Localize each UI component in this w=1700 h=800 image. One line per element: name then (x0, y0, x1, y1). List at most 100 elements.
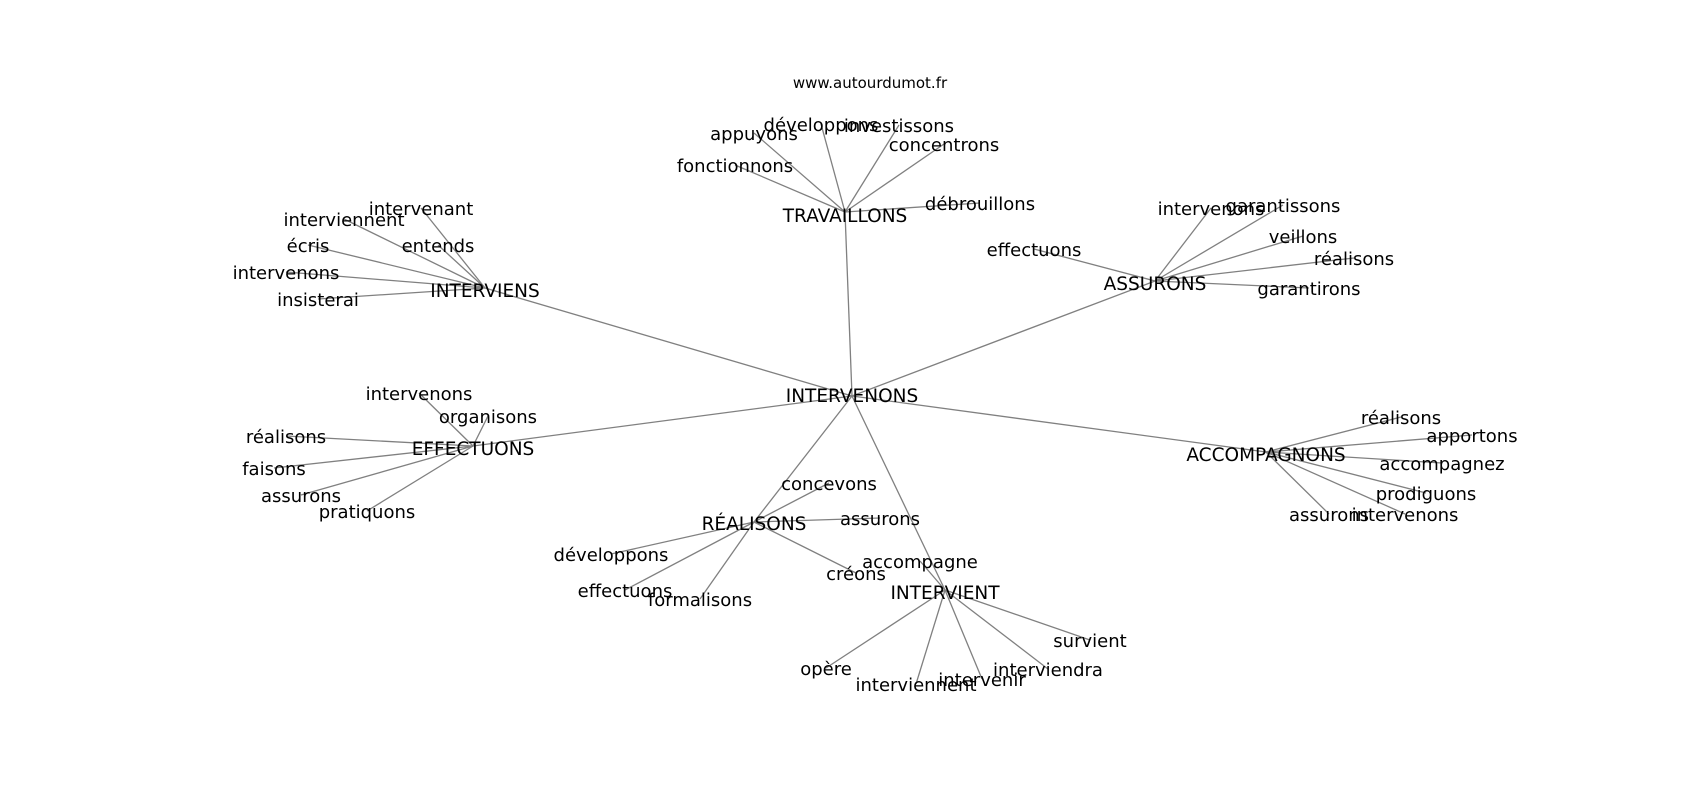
leaf-node-label: intervenons (233, 263, 340, 284)
leaf-node-label: interviennent (855, 675, 976, 696)
hub-node-label: ASSURONS (1104, 274, 1207, 295)
graph-labels: INTERVENONSdévelopponsinvestissonsappuyo… (233, 115, 1518, 696)
edge-hub-to-leaf (418, 392, 474, 447)
leaf-node-label: prodiguons (1376, 484, 1477, 505)
edge-hub-to-leaf (1265, 451, 1427, 494)
hub-node-label: INTERVIENT (890, 583, 1000, 604)
hub-node-label: RÉALISONS (702, 513, 807, 535)
edge-center-to-hub (851, 280, 1156, 397)
edge-center-to-hub (472, 395, 853, 447)
leaf-node-label: entends (402, 236, 475, 257)
leaf-node-label: fonctionnons (677, 156, 793, 177)
graph-edges (273, 123, 1473, 685)
edge-hub-to-leaf (844, 124, 900, 213)
leaf-node-label: insisterai (277, 290, 359, 311)
edge-hub-to-leaf (844, 202, 981, 213)
edge-hub-to-leaf (944, 589, 1091, 641)
leaf-node-label: survient (1053, 631, 1126, 652)
hub-node-label: ACCOMPAGNONS (1186, 445, 1345, 466)
leaf-node-label: faisons (242, 459, 306, 480)
leaf-node-label: interviennent (283, 210, 404, 231)
edge-hub-to-leaf (944, 589, 1049, 670)
edge-hub-to-leaf (1154, 280, 1310, 289)
leaf-node-label: réalisons (1314, 249, 1394, 270)
leaf-node-label: effectuons (578, 581, 673, 602)
edge-hub-to-leaf (944, 589, 983, 680)
edge-hub-to-leaf (1154, 207, 1212, 282)
edge-hub-to-leaf (1154, 204, 1284, 282)
edge-hub-to-leaf (1265, 416, 1402, 453)
edge-hub-to-leaf (844, 143, 945, 213)
edge-hub-to-leaf (1033, 248, 1156, 282)
hub-node-label: TRAVAILLONS (782, 206, 908, 227)
edge-hub-to-leaf (624, 521, 755, 591)
edge-hub-to-leaf (307, 244, 486, 289)
edge-hub-to-leaf (734, 164, 846, 213)
edge-hub-to-leaf (1265, 451, 1330, 515)
leaf-node-label: accompagne (862, 552, 978, 573)
edge-hub-to-leaf (366, 445, 474, 512)
edge-hub-to-leaf (317, 287, 486, 300)
leaf-node-label: débrouillons (925, 194, 1035, 215)
leaf-node-label: réalisons (246, 427, 326, 448)
edge-hub-to-leaf (273, 445, 474, 469)
leaf-node-label: intervenant (369, 199, 474, 220)
edge-hub-to-leaf (300, 445, 474, 496)
center-node-label: INTERVENONS (786, 386, 918, 407)
leaf-node-label: investissons (844, 116, 954, 137)
edge-hub-to-leaf (753, 521, 857, 574)
edge-hub-to-leaf (919, 560, 946, 591)
source-credit: www.autourdumot.fr (793, 74, 948, 92)
edge-hub-to-leaf (825, 589, 946, 669)
leaf-node-label: pratiquons (319, 502, 416, 523)
edge-center-to-hub (851, 395, 946, 591)
edge-center-to-hub (851, 395, 1267, 453)
hub-node-label: INTERVIENS (430, 281, 540, 302)
edge-hub-to-leaf (820, 123, 846, 213)
edge-hub-to-leaf (699, 521, 755, 600)
leaf-node-label: assurons (1289, 505, 1369, 526)
edge-hub-to-leaf (753, 517, 881, 523)
leaf-node-label: assurons (840, 509, 920, 530)
leaf-node-label: garantirons (1257, 279, 1360, 300)
leaf-node-label: accompagnez (1379, 454, 1504, 475)
leaf-node-label: développons (554, 545, 669, 566)
edge-hub-to-leaf (610, 521, 755, 555)
leaf-node-label: écris (287, 236, 330, 257)
edge-center-to-hub (753, 395, 853, 523)
edge-hub-to-leaf (1154, 257, 1355, 282)
leaf-node-label: assurons (261, 486, 341, 507)
leaf-node-label: intervenir (938, 670, 1026, 691)
edge-center-to-hub (484, 287, 853, 397)
edge-hub-to-leaf (285, 435, 474, 447)
hub-node-label: EFFECTUONS (412, 439, 535, 460)
edge-hub-to-leaf (753, 482, 830, 523)
leaf-node-label: intervenons (1352, 505, 1459, 526)
edge-center-to-hub (844, 211, 853, 397)
leaf-node-label: veillons (1269, 227, 1338, 248)
leaf-node-label: concevons (781, 474, 877, 495)
leaf-node-label: développons (764, 115, 879, 136)
edge-hub-to-leaf (343, 218, 486, 289)
leaf-node-label: effectuons (987, 240, 1082, 261)
edge-hub-to-leaf (285, 271, 486, 289)
leaf-node-label: intervenons (1158, 199, 1265, 220)
leaf-node-label: réalisons (1361, 408, 1441, 429)
leaf-node-label: intervenons (366, 384, 473, 405)
leaf-node-label: organisons (439, 407, 537, 428)
leaf-node-label: garantissons (1226, 196, 1341, 217)
edge-hub-to-leaf (420, 207, 486, 289)
edge-hub-to-leaf (1154, 235, 1304, 282)
edge-hub-to-leaf (915, 589, 946, 685)
leaf-node-label: interviendra (993, 660, 1103, 681)
leaf-node-label: appuyons (710, 124, 798, 145)
edge-hub-to-leaf (1265, 434, 1473, 453)
edge-hub-to-leaf (472, 415, 489, 447)
leaf-node-label: créons (826, 564, 886, 585)
edge-hub-to-leaf (437, 244, 486, 289)
edge-hub-to-leaf (1265, 451, 1406, 515)
leaf-node-label: opère (800, 659, 852, 680)
edge-hub-to-leaf (1265, 451, 1443, 464)
leaf-node-label: apportons (1426, 426, 1517, 447)
